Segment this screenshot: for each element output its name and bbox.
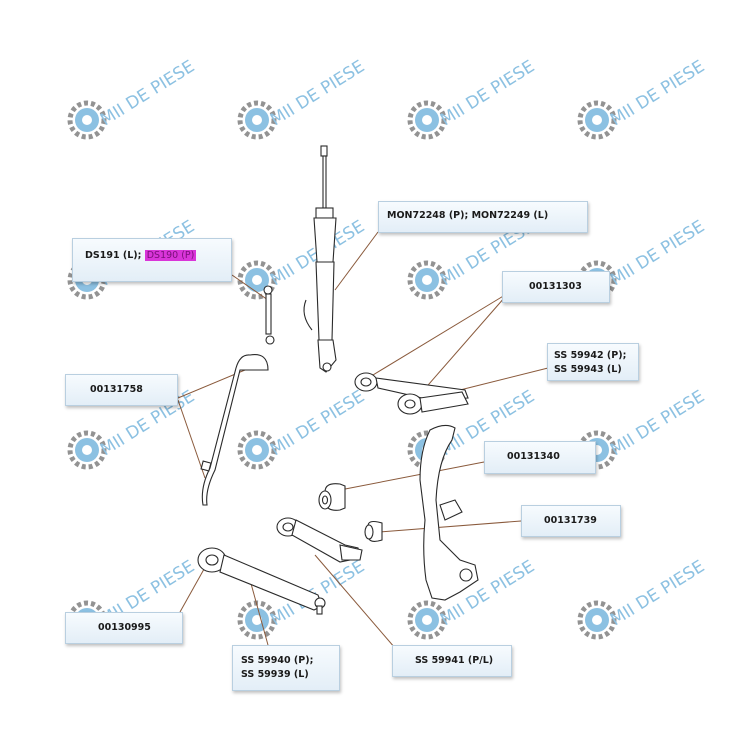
gear-logo-icon bbox=[67, 100, 107, 140]
steering-knuckle bbox=[419, 424, 479, 601]
parts bbox=[197, 145, 479, 615]
leader-00131340 bbox=[339, 461, 485, 491]
callout-00130995: 00130995 bbox=[65, 612, 183, 644]
gear-logo-icon bbox=[407, 600, 447, 640]
callout-00131739: 00131739 bbox=[521, 505, 621, 537]
callout-00131303: 00131303 bbox=[502, 271, 610, 303]
leader-00131739 bbox=[379, 520, 522, 533]
shock-absorber bbox=[303, 145, 337, 373]
leader-ss59941 bbox=[314, 554, 396, 649]
callout-00131340-text: 00131340 bbox=[507, 451, 560, 462]
callout-00130995-text: 00130995 bbox=[98, 622, 151, 633]
callout-stabilizer-link: DS191 (L); DS190 (P) bbox=[72, 238, 232, 282]
leader-ss59940 bbox=[249, 579, 269, 646]
callout-shock-absorber-text: MON72248 (P); MON72249 (L) bbox=[387, 210, 549, 221]
gear-logo-icon bbox=[407, 260, 447, 300]
callout-00131758-text: 00131758 bbox=[90, 384, 143, 395]
leader-00131303-a bbox=[367, 294, 506, 379]
gear-logo-icon bbox=[577, 100, 617, 140]
gear-logo-icon bbox=[407, 100, 447, 140]
gear-logo-icon bbox=[237, 430, 277, 470]
upper-control-arm bbox=[354, 372, 469, 415]
callout-shock-absorber: MON72248 (P); MON72249 (L) bbox=[378, 201, 588, 233]
callout-stabilizer-link-highlight: DS190 (P) bbox=[144, 250, 197, 261]
stabilizer-link bbox=[263, 285, 275, 345]
callout-stabilizer-link-left: DS191 (L); bbox=[85, 250, 145, 261]
gear-logo-icon bbox=[237, 260, 277, 300]
callout-00131758: 00131758 bbox=[65, 374, 178, 406]
leader-stab-bar-b bbox=[177, 399, 206, 479]
leader-stab-link bbox=[231, 274, 269, 301]
knuckle-bushing bbox=[318, 483, 346, 511]
callout-stabilizer-link-text: DS191 (L); DS190 (P) bbox=[85, 249, 231, 263]
callout-tension-strut: SS 59941 (P/L) bbox=[392, 645, 512, 677]
callout-lower-control-arm: SS 59940 (P); SS 59939 (L) bbox=[232, 645, 340, 691]
callout-tension-strut-text: SS 59941 (P/L) bbox=[415, 655, 494, 666]
gear-logo-icon bbox=[67, 430, 107, 470]
tension-strut bbox=[276, 517, 363, 563]
callout-lower-control-arm-line2: SS 59939 (L) bbox=[241, 669, 309, 680]
callout-upper-control-arm-line2: SS 59943 (L) bbox=[554, 364, 622, 375]
small-bushing bbox=[364, 520, 383, 542]
gear-logo-icon bbox=[237, 100, 277, 140]
leader-00131303-b bbox=[414, 296, 506, 401]
callout-00131340: 00131340 bbox=[484, 441, 596, 474]
callout-00131303-text: 00131303 bbox=[529, 281, 582, 292]
leader-shock bbox=[334, 231, 379, 291]
gear-logo-icon bbox=[577, 600, 617, 640]
callout-00131739-text: 00131739 bbox=[544, 515, 597, 526]
leader-upper-arm bbox=[459, 367, 549, 391]
callout-upper-control-arm-line1: SS 59942 (P); bbox=[554, 350, 627, 361]
leader-lines bbox=[177, 231, 549, 649]
leader-00130995 bbox=[179, 561, 209, 613]
callout-lower-control-arm-line1: SS 59940 (P); bbox=[241, 655, 314, 666]
callout-upper-control-arm: SS 59942 (P); SS 59943 (L) bbox=[547, 343, 639, 381]
stabilizer-bar bbox=[200, 354, 269, 506]
lower-control-arm bbox=[197, 547, 326, 615]
